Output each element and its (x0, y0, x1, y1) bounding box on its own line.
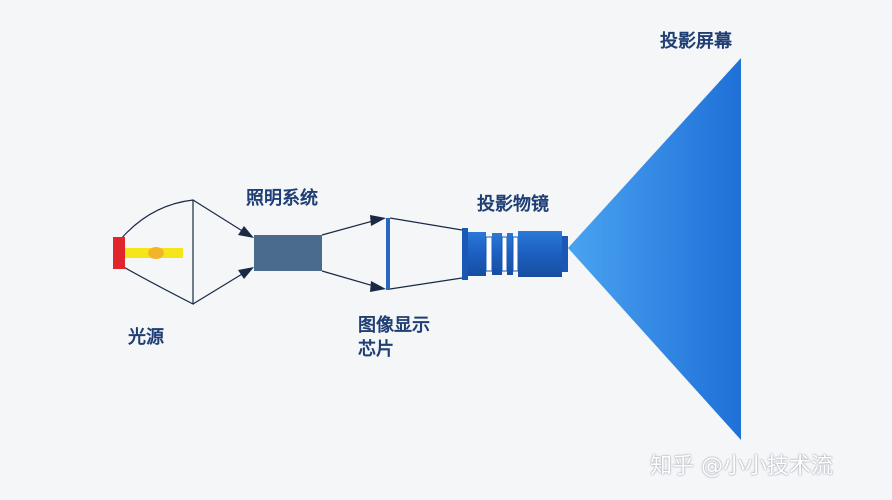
label-projection-screen: 投影屏幕 (660, 31, 732, 52)
arrowhead-rod-top (238, 226, 254, 238)
arrowhead-chip-top (370, 215, 386, 226)
label-illumination-system: 照明系统 (246, 188, 318, 209)
label-display-chip-line2: 芯片 (358, 339, 394, 360)
label-display-chip-line1: 图像显示 (358, 315, 430, 336)
label-light-source: 光源 (128, 327, 164, 348)
watermark: 知乎 @小小技术流 (650, 454, 833, 479)
display-chip (386, 218, 390, 290)
projection-lens (462, 228, 568, 280)
chip-to-lens-top (389, 217, 463, 231)
label-display-chip: 图像显示 芯片 (358, 314, 430, 362)
illumination-rod (254, 235, 322, 271)
projection-screen-cone (568, 58, 741, 440)
chip-to-lens-bottom (389, 277, 463, 290)
arrowhead-rod-bottom (238, 267, 254, 279)
lamp-base (113, 237, 125, 269)
label-projection-lens: 投影物镜 (477, 194, 549, 215)
reflector-outline (119, 199, 194, 305)
lamp-glow (148, 247, 164, 259)
arrowhead-chip-bottom (370, 281, 386, 292)
